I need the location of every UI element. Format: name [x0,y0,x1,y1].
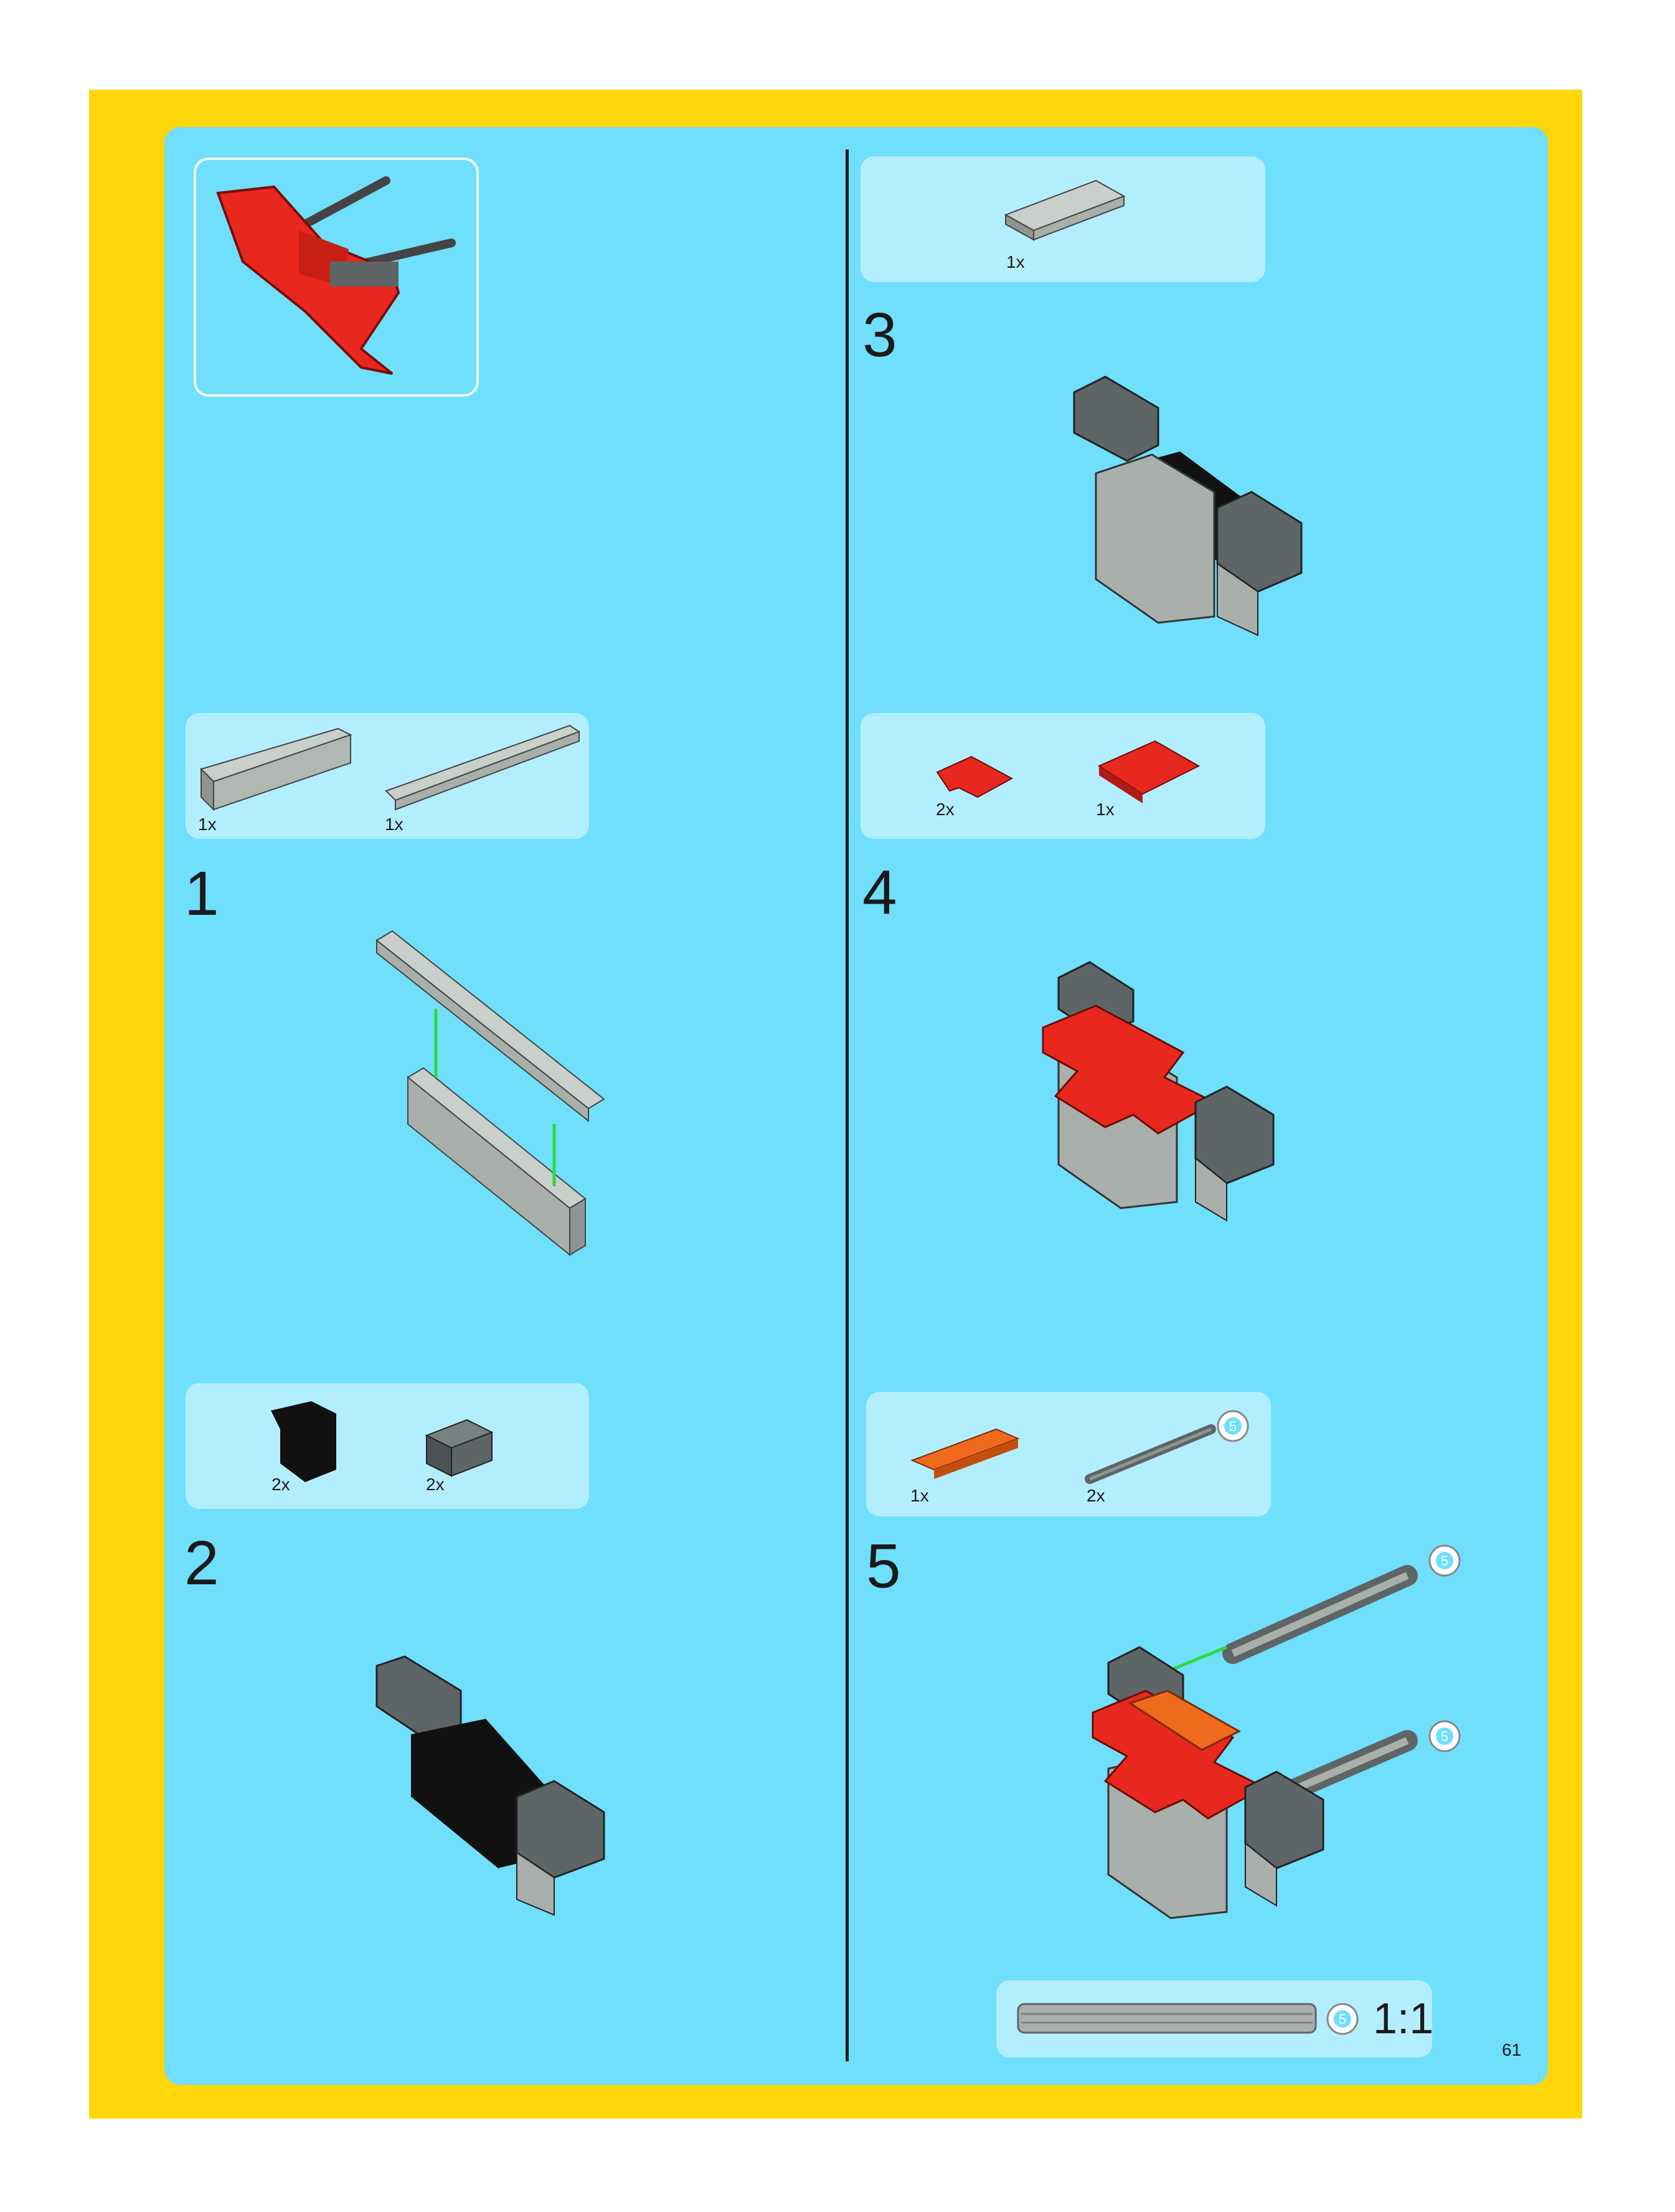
orange-plate-1x4-icon [910,1428,1020,1479]
technic-axle-5-icon [1085,1424,1216,1484]
column-divider [846,149,849,2061]
step-5-assembly-image [1092,1565,1418,1919]
step-4-assembly-image [1042,961,1275,1222]
step-3-number: 3 [862,300,897,370]
callout-badge-lower-text: 5 [1441,1729,1448,1744]
red-plate-2x4-icon [1097,740,1201,803]
gray-plate-1x10-icon [385,724,581,811]
submodel-preview-image [216,176,456,375]
step-1-number: 1 [184,859,219,929]
step-5-part-2-qty: 2x [1087,1486,1105,1505]
step-1-part-2-qty: 1x [385,815,403,834]
step-4-parts-box [861,713,1265,839]
step-2-number: 2 [184,1528,219,1598]
scale-label: 1:1 [1373,1994,1434,2043]
callout-badge-upper-icon: 5 [1428,1544,1461,1577]
step-2-part-1-qty: 2x [271,1475,290,1494]
axle-length-badge-icon: 5 [1217,1410,1249,1442]
instruction-panel [164,127,1548,2085]
step-4-part-1-qty: 2x [936,800,955,819]
step-5-part-1-qty: 1x [910,1486,929,1505]
step-1-assembly-image [375,930,605,1257]
step-2-parts-box [186,1383,589,1509]
red-corner-plate-icon [936,755,1014,798]
step-5-number: 5 [866,1531,901,1601]
gray-plate-2x4-icon [1004,179,1126,241]
submodel-preview-box [194,158,479,397]
axle-length-badge-text: 5 [1229,1419,1237,1434]
step-4-number: 4 [862,858,897,927]
step-1-part-1-qty: 1x [198,815,217,834]
callout-badge-upper-text: 5 [1441,1553,1448,1569]
scale-badge-text: 5 [1339,2011,1346,2027]
step-2-assembly-image [375,1655,605,1916]
step-3-part-1-qty: 1x [1006,252,1025,272]
step-2-part-2-qty: 2x [426,1475,445,1494]
gray-brick-1x6-icon [200,727,352,811]
callout-badge-lower-icon: 5 [1428,1720,1461,1752]
dark-gray-technic-brick-icon [425,1419,494,1477]
page-number: 61 [1502,2040,1522,2059]
scale-axle-icon [1017,2003,1317,2034]
step-3-assembly-image [1073,376,1303,636]
black-slope-brick-icon [271,1401,336,1482]
step-4-part-2-qty: 1x [1096,800,1115,819]
scale-badge-icon: 5 [1326,2003,1359,2035]
